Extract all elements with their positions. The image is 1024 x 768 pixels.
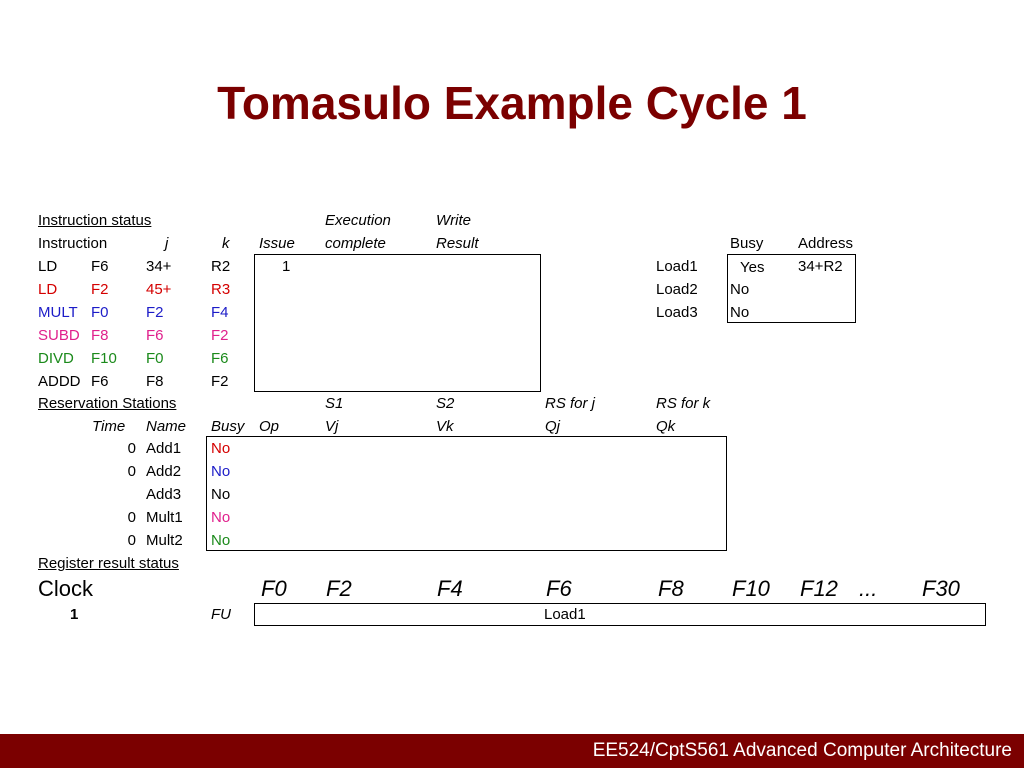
rs-busy: No [211, 463, 231, 480]
load-buffers-box [727, 254, 856, 323]
complete-header: complete [325, 235, 386, 252]
rs-time: 0 [127, 509, 136, 526]
rs-time: 0 [127, 440, 136, 457]
instruction-k: F6 [211, 350, 229, 367]
instruction-k: R3 [211, 281, 231, 298]
instruction-j: F8 [146, 373, 164, 390]
j-header: j [165, 235, 169, 252]
instruction-dest: F10 [91, 350, 117, 367]
rs-busy: No [211, 440, 231, 457]
s2-header: S2 [436, 395, 455, 412]
slide-title: Tomasulo Example Cycle 1 [217, 77, 807, 129]
register-f12: F12 [800, 576, 838, 601]
busy-header: Busy [211, 418, 245, 435]
instruction-status-box [254, 254, 541, 392]
register-f6: F6 [546, 576, 572, 601]
clock-label: Clock [38, 576, 94, 601]
clock-value: 1 [70, 606, 79, 623]
instruction-dest: F2 [91, 281, 109, 298]
vj-header: Vj [325, 418, 339, 435]
vk-header: Vk [436, 418, 454, 435]
rs-for-j-header: RS for j [545, 395, 596, 412]
reservation-stations-label: Reservation Stations [38, 395, 177, 412]
execution-header: Execution [325, 212, 391, 229]
fu-f6: Load1 [544, 606, 586, 623]
rs-for-k-header: RS for k [656, 395, 711, 412]
rs-name: Add3 [146, 486, 182, 503]
issue-header: Issue [259, 235, 295, 252]
instruction-op: ADDD [38, 373, 81, 390]
instruction-status-label: Instruction status [38, 212, 152, 229]
load-buffer-name: Load1 [656, 258, 698, 275]
register-f8: F8 [658, 576, 684, 601]
load-buffer-name: Load3 [656, 304, 698, 321]
instruction-dest: F0 [91, 304, 109, 321]
instruction-op: DIVD [38, 350, 74, 367]
load-buffer-busy: No [730, 304, 750, 321]
reservation-stations-box [206, 436, 727, 551]
instruction-j: 34+ [146, 258, 172, 275]
rs-busy: No [211, 509, 231, 526]
instruction-k: R2 [211, 258, 231, 275]
rs-name: Mult1 [146, 509, 183, 526]
rs-name: Add1 [146, 440, 182, 457]
load-address-header: Address [798, 235, 854, 252]
instruction-dest: F6 [91, 373, 109, 390]
footer-text: EE524/CptS561 Advanced Computer Architec… [592, 740, 1012, 761]
name-header: Name [146, 418, 187, 435]
instruction-header: Instruction [38, 235, 108, 252]
register-f10: F10 [732, 576, 770, 601]
rs-time: 0 [127, 532, 136, 549]
instruction-op: LD [38, 281, 58, 298]
load-buffer-busy: Yes [740, 259, 765, 276]
load-buffer-name: Load2 [656, 281, 698, 298]
instruction-dest: F6 [91, 258, 109, 275]
qj-header: Qj [545, 418, 560, 435]
instruction-dest: F8 [91, 327, 109, 344]
rs-time: 0 [127, 463, 136, 480]
write-header: Write [436, 212, 471, 229]
register-status-label: Register result status [38, 555, 179, 572]
time-header: Time [92, 418, 126, 435]
register-f30: F30 [922, 576, 960, 601]
rs-name: Mult2 [146, 532, 183, 549]
instruction-op: LD [38, 258, 58, 275]
load-buffer-busy: No [730, 281, 750, 298]
instruction-j: F2 [146, 304, 164, 321]
register-f0: F0 [261, 576, 287, 601]
instruction-k: F4 [211, 304, 229, 321]
footer-bar: EE524/CptS561 Advanced Computer Architec… [0, 734, 1024, 768]
register-f2: F2 [326, 576, 352, 601]
rs-name: Add2 [146, 463, 182, 480]
instruction-j: 45+ [146, 281, 172, 298]
register-f4: F4 [437, 576, 463, 601]
register-status-box [254, 603, 986, 626]
load-busy-header: Busy [730, 235, 764, 252]
instruction-k: F2 [211, 327, 229, 344]
instruction-j: F0 [146, 350, 164, 367]
instruction-op: SUBD [38, 327, 80, 344]
instruction-op: MULT [38, 304, 78, 321]
rs-busy: No [211, 532, 231, 549]
register-ellipsis: ... [859, 576, 878, 601]
k-header: k [222, 235, 230, 252]
load-buffer-address: 34+R2 [798, 258, 843, 275]
instruction-issue: 1 [282, 258, 291, 275]
s1-header: S1 [325, 395, 344, 412]
op-header: Op [259, 418, 280, 435]
result-header: Result [436, 235, 479, 252]
fu-label: FU [211, 606, 231, 623]
instruction-k: F2 [211, 373, 229, 390]
instruction-j: F6 [146, 327, 164, 344]
rs-busy: No [211, 486, 231, 503]
qk-header: Qk [656, 418, 676, 435]
